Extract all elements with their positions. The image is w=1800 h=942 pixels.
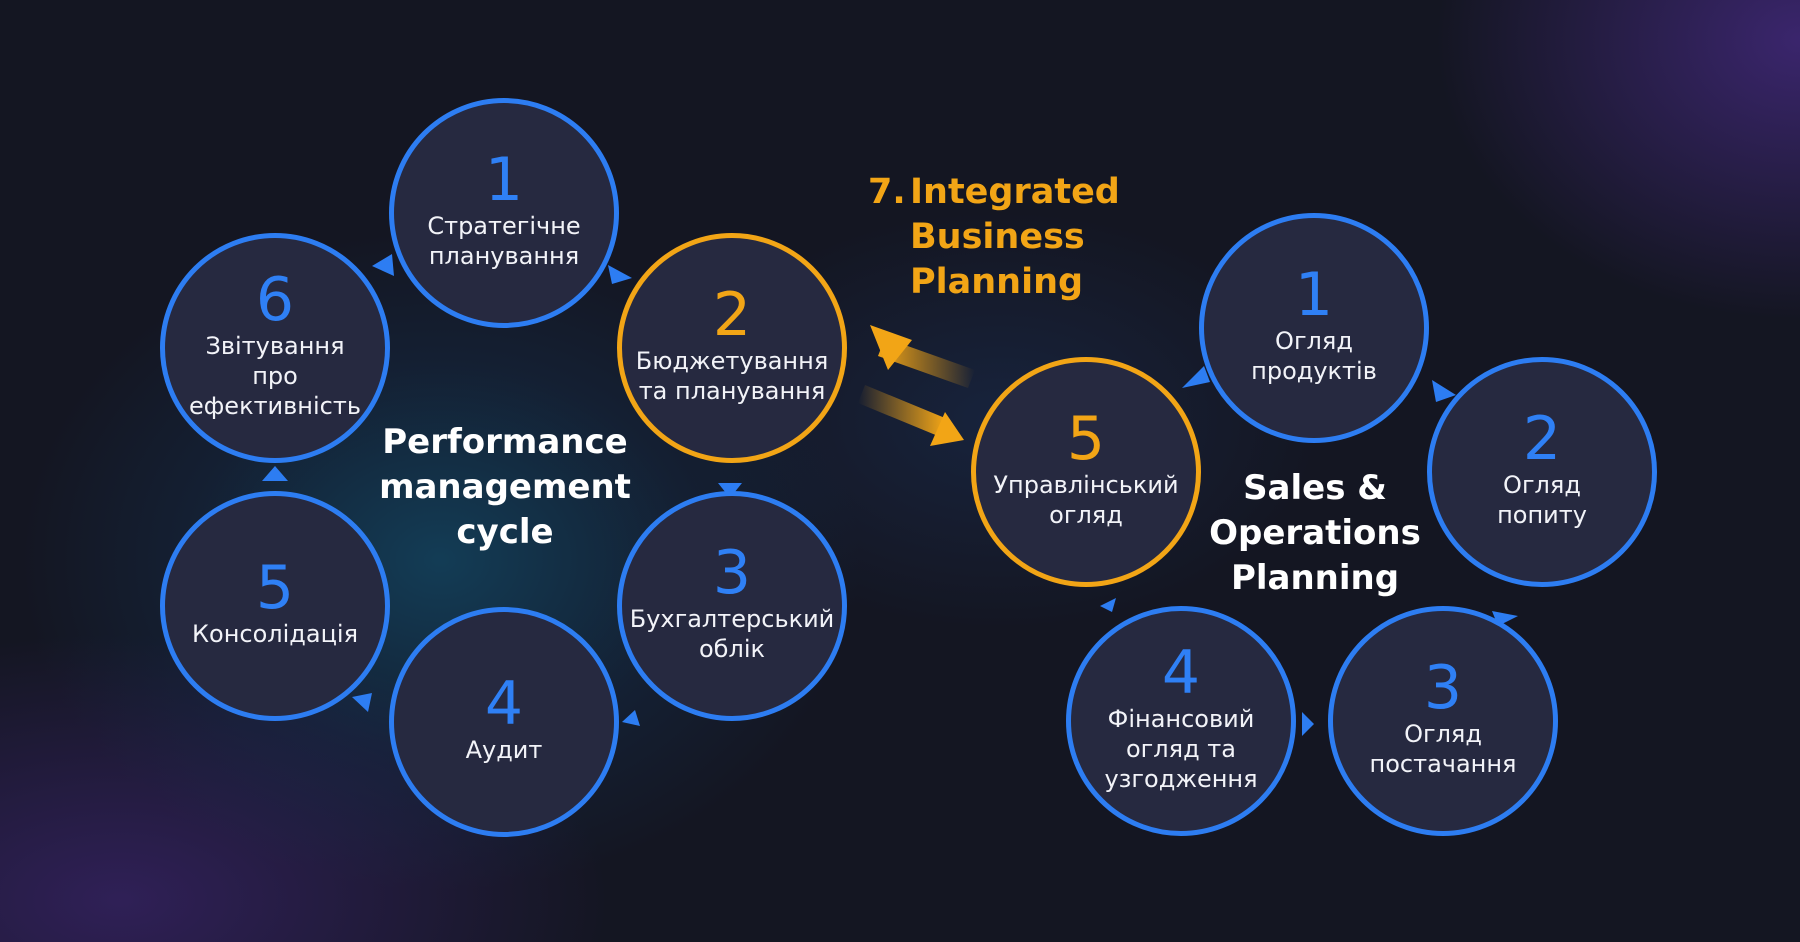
ibp-line-1: Integrated [910,172,1120,212]
pm-step-4: 4 Аудит [389,607,619,837]
step-label: Фінансовий огляд та узгодження [1104,705,1258,793]
step-label: Стратегічне планування [427,212,581,270]
sop-step-4: 4 Фінансовий огляд та узгодження [1066,606,1296,836]
ibp-number: 7. [868,172,906,212]
step-number: 2 [712,280,752,350]
arrow-pm-2-3 [718,483,742,498]
step-number: 5 [255,553,295,623]
ibp-line-2: Business [910,217,1085,257]
pm-step-3: 3 Бухгалтерський облік [617,491,847,721]
sop-step-5: 5 Управлінський огляд [971,357,1201,587]
step-number: 6 [255,265,295,335]
arrow-sop-4-5 [1100,598,1116,612]
arrow-pm-5-6 [262,466,288,481]
step-number: 3 [1423,653,1463,723]
arrow-to-management-review [858,385,964,446]
pm-step-1: 1 Стратегічне планування [389,98,619,328]
arrow-sop-1-2 [1432,380,1456,402]
arrow-pm-6-1 [372,254,394,276]
sop-cycle-title: Sales & Operations Planning [1209,468,1421,598]
ibp-line-3: Planning [910,262,1084,302]
arrow-to-budgeting [870,325,975,388]
step-label: Звітування про ефективність [189,332,361,420]
arrow-pm-3-4 [622,710,640,726]
step-label: Бухгалтерський облік [629,605,835,663]
step-number: 4 [1161,638,1201,708]
step-number: 1 [484,145,524,215]
arrow-sop-5-1 [1182,366,1210,388]
step-number: 3 [712,538,752,608]
step-label: Бюджетування та планування [635,347,829,405]
step-number: 4 [484,669,524,739]
pm-step-2: 2 Бюджетування та планування [617,233,847,463]
pm-step-5: 5 Консолідація [160,491,390,721]
step-label: Консолідація [191,620,359,648]
arrow-pm-4-5 [352,693,372,712]
step-number: 5 [1066,404,1106,474]
sop-step-2: 2 Огляд попиту [1427,357,1657,587]
arrow-sop-3-4 [1302,712,1314,736]
sop-step-1: 1 Огляд продуктів [1199,213,1429,443]
step-label: Аудит [465,736,543,764]
pm-step-6: 6 Звітування про ефективність [160,233,390,463]
sop-step-3: 3 Огляд постачання [1328,606,1558,836]
step-number: 2 [1522,404,1562,474]
integrated-business-planning-title: 7.Integrated Business Planning [868,170,1120,305]
step-number: 1 [1294,260,1334,330]
pm-cycle-title: Performance management cycle [379,422,631,552]
arrow-pm-1-2 [608,265,632,284]
step-label: Огляд постачання [1369,720,1517,778]
step-label: Огляд попиту [1497,471,1587,529]
step-label: Огляд продуктів [1251,327,1377,385]
step-label: Управлінський огляд [993,471,1179,529]
